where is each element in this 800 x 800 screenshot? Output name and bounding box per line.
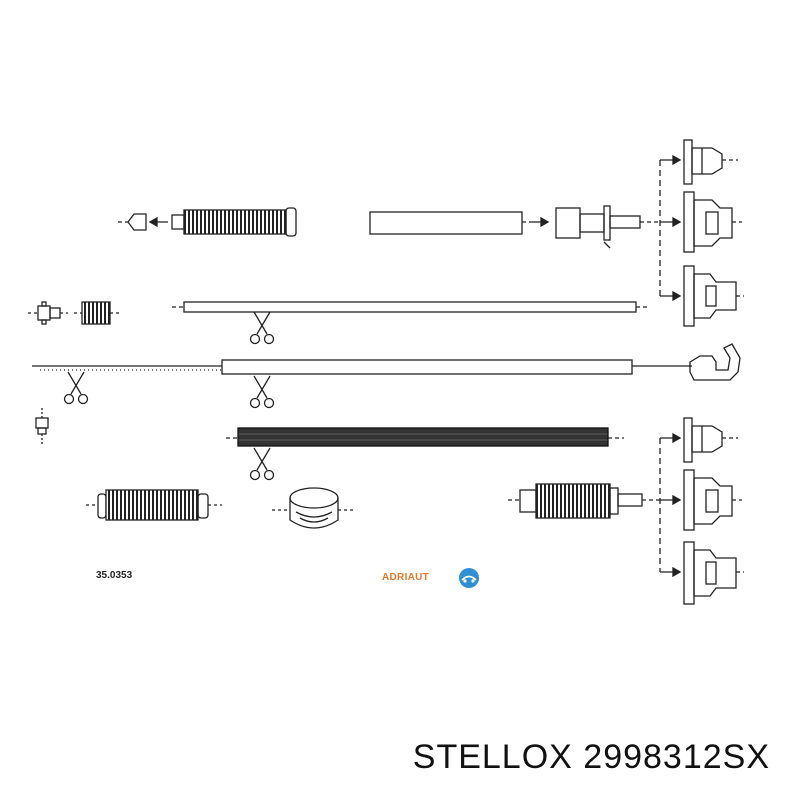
- bullet-connector-top-1: [683, 139, 738, 185]
- inner-cable: [32, 365, 222, 371]
- adriauto-badge-icon: [459, 568, 479, 588]
- clip-connector-bottom-3: [683, 541, 744, 605]
- ferrule-adjuster-top: [555, 205, 660, 249]
- brand-logo-text: ADRIAUT: [382, 572, 430, 583]
- product-caption: STELLOX 2998312SX: [412, 738, 770, 776]
- rubber-cap: [272, 487, 354, 529]
- end-cap-top-left: [118, 213, 147, 231]
- clip-connector-top-2: [683, 191, 742, 253]
- scissors-icon-lower: [249, 447, 275, 481]
- arrow-left-icon: [148, 216, 168, 228]
- small-fitting-left: [35, 408, 49, 446]
- protective-sleeve: [226, 427, 624, 447]
- scissors-icon-left: [63, 371, 89, 405]
- sleeve-tube-top: [369, 211, 532, 235]
- clip-connector-top-3: [683, 265, 744, 327]
- bullet-connector-bottom-1: [683, 417, 738, 463]
- part-code-label: 35.0353: [96, 570, 133, 581]
- bellows-grommet-top: [171, 207, 297, 237]
- scissors-icon-upper: [249, 311, 275, 345]
- outer-tube-upper: [172, 301, 650, 313]
- connector-group-bottom: [659, 432, 682, 578]
- spring-coil: [74, 301, 122, 325]
- connector-group-top: [659, 154, 682, 302]
- scissors-icon-middle: [249, 375, 275, 409]
- clip-connector-bottom-2: [683, 469, 742, 531]
- bellows-grommet-lower: [86, 489, 222, 521]
- arrow-right-icon: [532, 216, 550, 228]
- cable-housing-main: [221, 359, 692, 375]
- end-fitting-left: [28, 301, 68, 325]
- ferrule-adjuster-lower: [508, 483, 660, 519]
- throttle-end-clip: [689, 343, 741, 381]
